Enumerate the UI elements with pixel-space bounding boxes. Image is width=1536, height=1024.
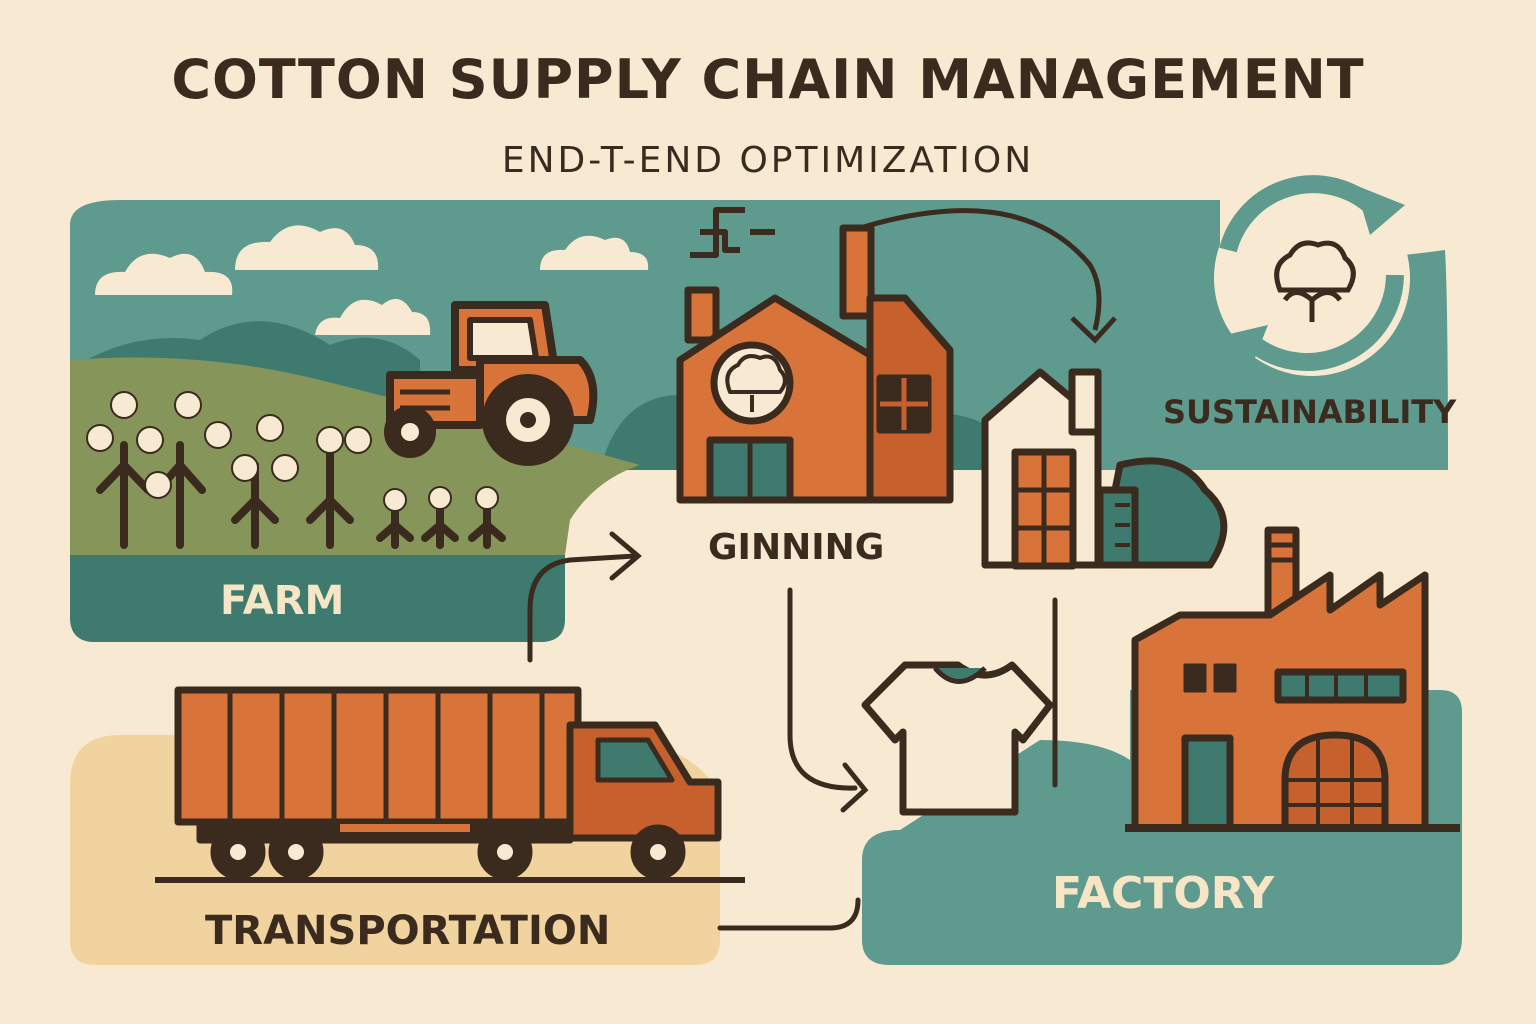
truck-icon — [174, 686, 722, 880]
page-title: COTTON SUPPLY CHAIN MANAGEMENT — [171, 48, 1365, 111]
tshirt-icon — [861, 661, 1054, 816]
cloud-icon — [95, 225, 649, 335]
transportation-label: TRANSPORTATION — [205, 908, 611, 954]
factory-icon — [1125, 526, 1460, 832]
flow-arrow — [859, 208, 1102, 331]
flow-arrows — [527, 531, 1058, 931]
page-subtitle: END-T-END OPTIMIZATION — [501, 140, 1035, 181]
ginning-building-icon — [676, 207, 954, 504]
ginning-label: GINNING — [708, 527, 885, 568]
cotton-boll-icon — [1274, 240, 1356, 322]
sustainability-label: SUSTAINABILITY — [1163, 393, 1457, 431]
factory-label: FACTORY — [1052, 868, 1275, 919]
recycle-arrows-icon — [1214, 175, 1410, 376]
house-icon — [981, 368, 1228, 570]
farm-label: FARM — [220, 578, 345, 624]
tractor-icon — [384, 301, 598, 466]
